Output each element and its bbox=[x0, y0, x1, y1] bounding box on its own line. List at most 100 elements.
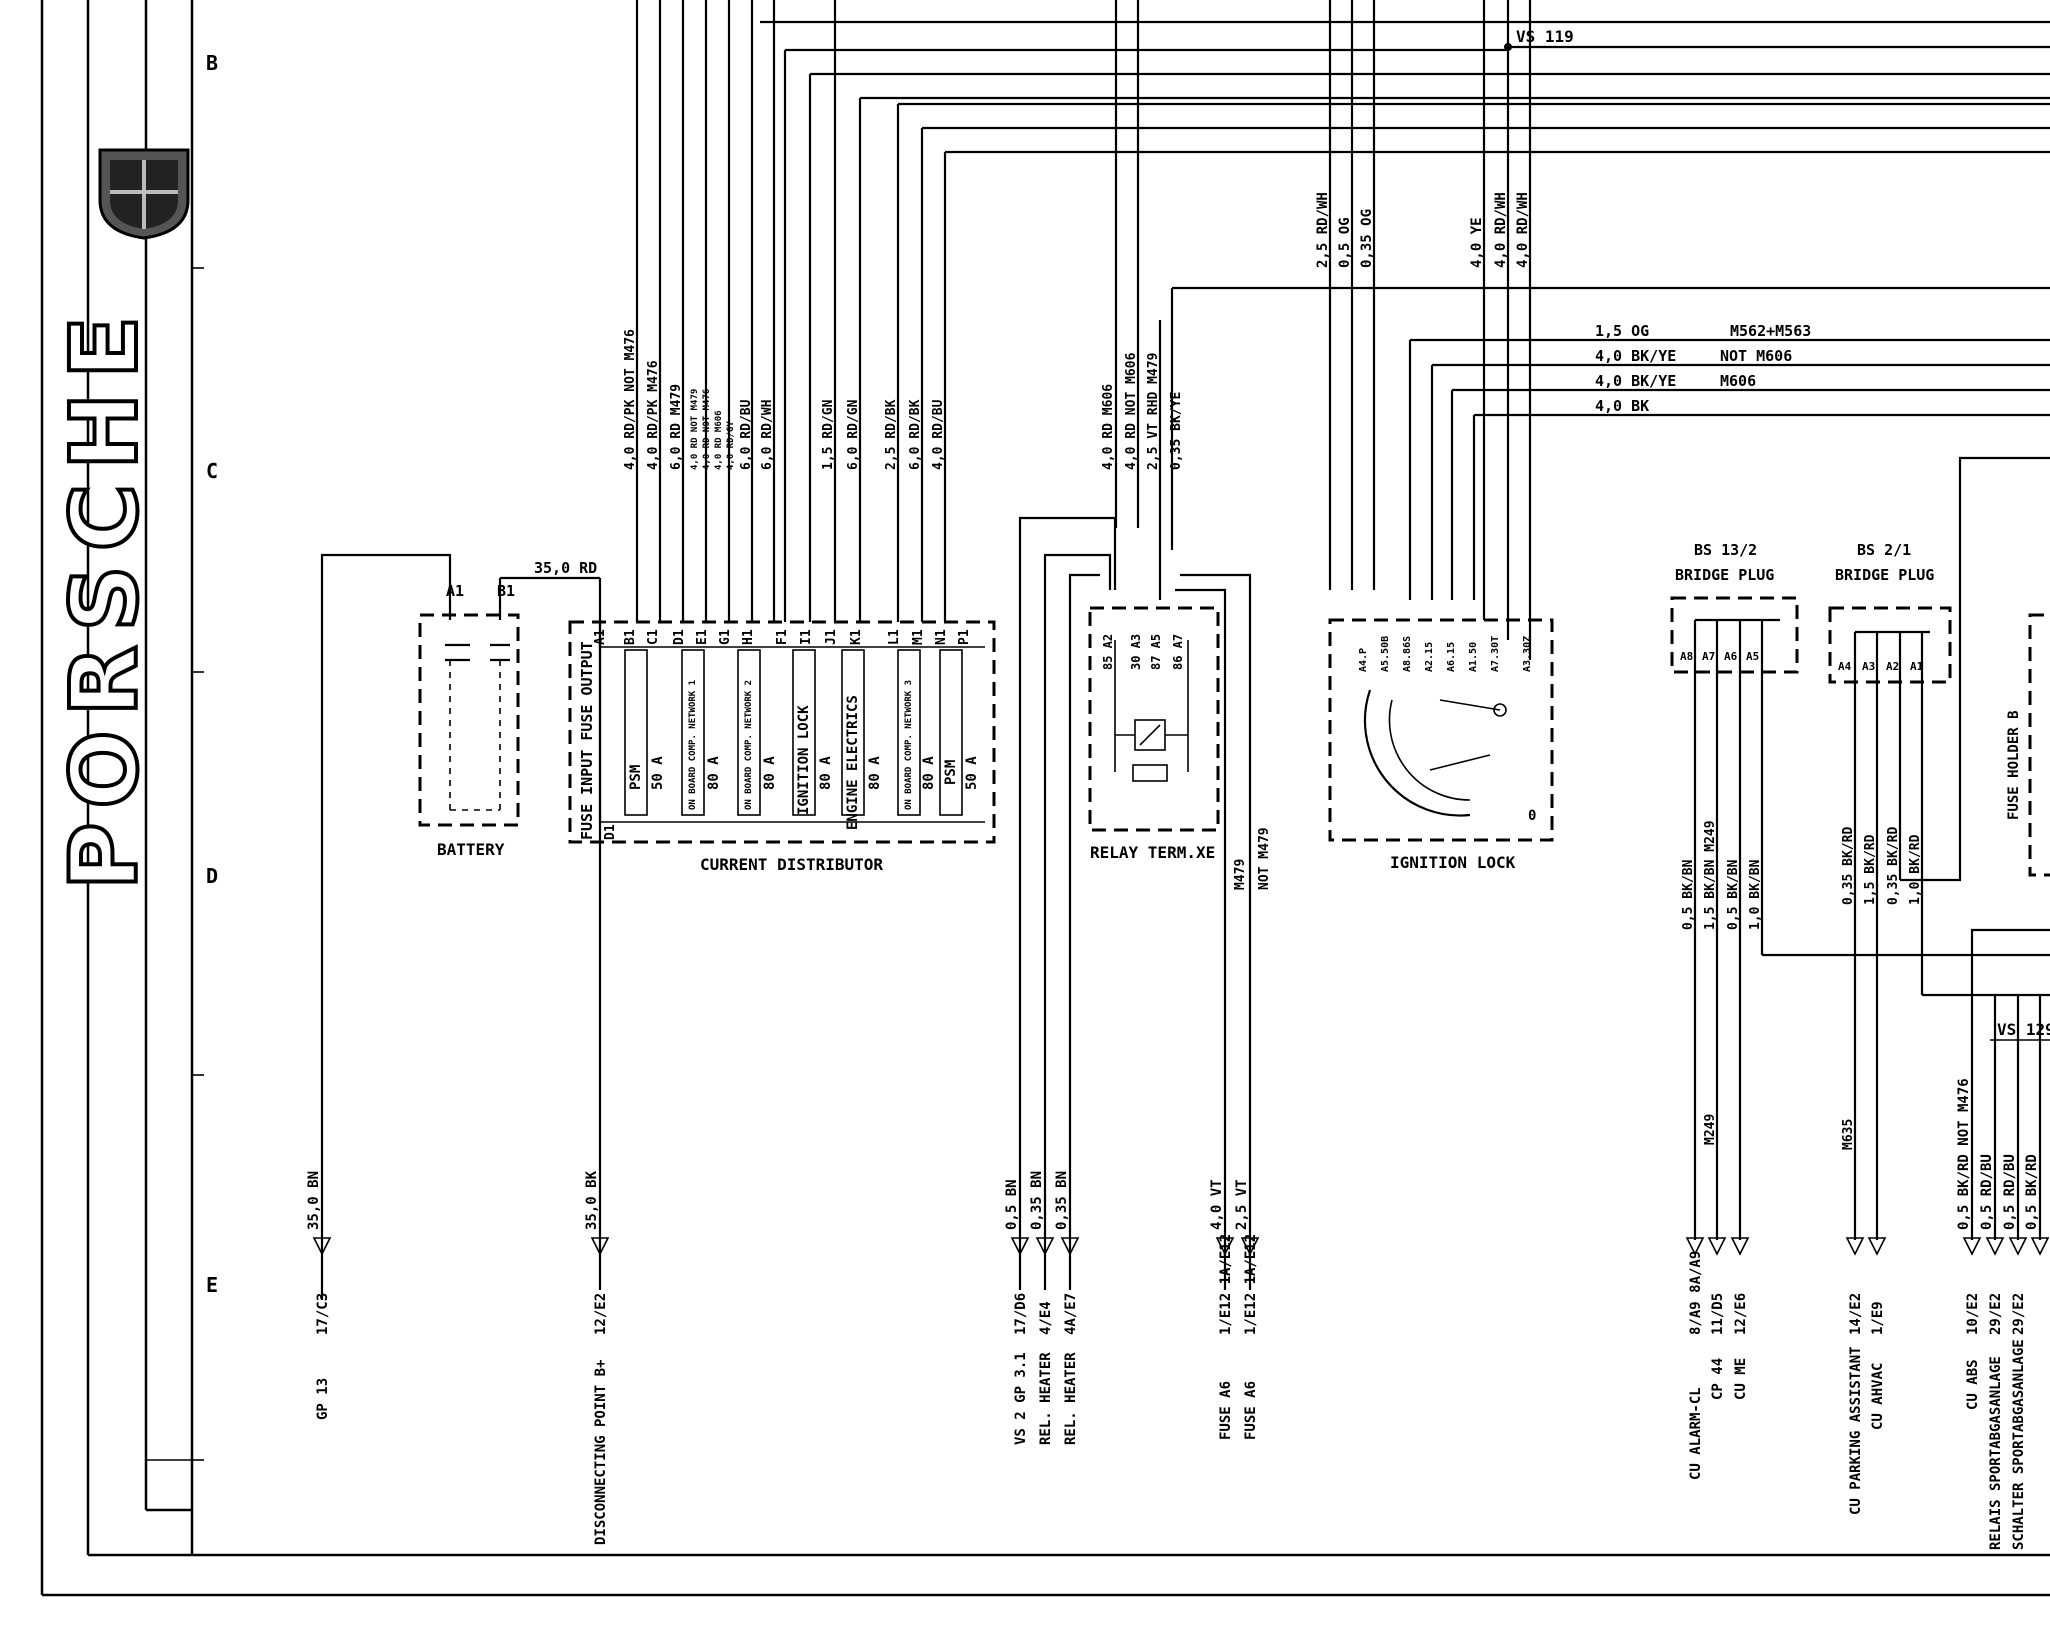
ignition-pins: A4.P A5.50B A8.86S A2.15 A6.15 A1.50 A7.… bbox=[1358, 636, 1533, 672]
pin-label: 11/D5 bbox=[1710, 1293, 1726, 1335]
battery-wire-label: 35,0 RD bbox=[534, 559, 597, 577]
pin-label: A8 bbox=[1680, 650, 1693, 663]
destination-label: FUSE A6 bbox=[1218, 1381, 1234, 1440]
wire-note: M606 bbox=[1720, 372, 1756, 390]
distributor-fuses: PSM 50 A ON BOARD COMP. NETWORK 1 80 A O… bbox=[628, 680, 980, 830]
pin-label: M1 bbox=[911, 629, 926, 645]
distributor-side-label: FUSE INPUT FUSE OUTPUT bbox=[578, 641, 596, 840]
pin-label: 1/E9 bbox=[1870, 1301, 1886, 1335]
distributor-label: CURRENT DISTRIBUTOR bbox=[700, 855, 883, 874]
fuse-rating: 80 A bbox=[867, 756, 883, 790]
pin-label: A5 bbox=[1746, 650, 1759, 663]
relay-pins: 85 A2 30 A3 87 A5 86 A7 bbox=[1101, 634, 1185, 670]
wire-label: 6,0 RD/GN bbox=[846, 399, 861, 470]
pin-label: A3.30Z bbox=[1522, 636, 1533, 672]
wire-label: 4,0 RD M606 bbox=[714, 410, 724, 470]
current-distributor bbox=[568, 620, 996, 844]
vs-119-label: VS 119 bbox=[1516, 27, 1574, 46]
ignition-feed-labels: 1,5 OG M562+M563 4,0 BK/YE NOT M606 4,0 … bbox=[1595, 322, 1811, 415]
wire-label: 4,0 RD/GY bbox=[726, 421, 736, 470]
pin-label: H1 bbox=[741, 629, 756, 645]
wire-label: 2,5 VT bbox=[1234, 1179, 1250, 1230]
wire-label: 2,5 RD/WH bbox=[1315, 192, 1331, 268]
pin-label: 1/E12 1A/E12 bbox=[1218, 1234, 1234, 1335]
pin-label: 86 A7 bbox=[1171, 634, 1185, 670]
wire-label: 6,0 RD/BU bbox=[739, 399, 754, 470]
pin-label: J1 bbox=[824, 629, 839, 645]
bridge1-wire-labels: 0,5 BK/BN 1,5 BK/BN M249 0,5 BK/BN 1,0 B… bbox=[1681, 820, 1763, 1145]
pin-label: F1 bbox=[775, 629, 790, 645]
wire-label: 0,5 BK/BN bbox=[1681, 859, 1696, 930]
battery bbox=[320, 553, 602, 1300]
wire-label: 35,0 BK bbox=[584, 1170, 600, 1230]
wire-label: NOT M479 bbox=[1257, 827, 1272, 890]
fuse-name: ON BOARD COMP. NETWORK 3 bbox=[904, 680, 914, 810]
bottom-pin-labels: 17/C3 12/E2 17/D6 4/E4 4A/E7 1/E12 1A/E1… bbox=[315, 1234, 2027, 1335]
wire-label: 0,35 BN bbox=[1054, 1171, 1070, 1230]
wire-label: 4,0 RD NOT M479 bbox=[690, 389, 700, 470]
bridge-plug-name: BS 13/2 bbox=[1694, 541, 1757, 559]
wire-label: 1,5 BK/RD bbox=[1863, 834, 1878, 905]
destination-label: GP 13 bbox=[315, 1378, 331, 1420]
fuse-holder-b bbox=[2028, 613, 2050, 877]
wire-note: M562+M563 bbox=[1730, 322, 1811, 340]
pin-label: A4 bbox=[1838, 660, 1852, 673]
grid-row-label: E bbox=[206, 1273, 218, 1297]
destination-label: REL. HEATER bbox=[1038, 1352, 1054, 1445]
wire-label: 1,0 BK/RD bbox=[1908, 834, 1923, 905]
pin-label: L1 bbox=[887, 629, 902, 645]
ignition-lock-label: IGNITION LOCK bbox=[1390, 853, 1516, 872]
pin-label: A3 bbox=[1862, 660, 1875, 673]
wire-label: 0,5 OG bbox=[1337, 217, 1353, 268]
pin-label: D1 bbox=[672, 629, 687, 645]
ignition-position: 0 bbox=[1528, 808, 1536, 824]
pin-label: A2 bbox=[1886, 660, 1899, 673]
wire-label: 4,0 RD/BU bbox=[931, 399, 946, 470]
pin-label: D1 bbox=[603, 824, 618, 840]
pin-label: 4A/E7 bbox=[1063, 1293, 1079, 1335]
pin-label: N1 bbox=[934, 629, 949, 645]
wire-label: M249 bbox=[1703, 1114, 1718, 1145]
pin-label: I1 bbox=[799, 629, 814, 645]
wire-label: 2,5 VT RHD M479 bbox=[1146, 353, 1161, 470]
wire-note: NOT M606 bbox=[1720, 347, 1792, 365]
destination-label: CU ME bbox=[1733, 1358, 1749, 1400]
wire-label: 1,5 RD/GN bbox=[821, 399, 836, 470]
fuse-rating: 80 A bbox=[706, 756, 722, 790]
destination-label: SCHALTER SPORTABGASANLAGE bbox=[2011, 1339, 2027, 1550]
fuse-rating: 80 A bbox=[762, 756, 778, 790]
pin-label: A2.15 bbox=[1424, 642, 1435, 672]
destination-label: FUSE A6 bbox=[1243, 1381, 1259, 1440]
pin-label: A1 bbox=[593, 629, 608, 645]
wire-label: 0,5 BK/RD NOT M476 bbox=[1956, 1078, 1972, 1230]
destination-label: RELAIS SPORTABGASANLAGE bbox=[1988, 1356, 2004, 1550]
bottom-destination-labels: GP 13 DISCONNECTING POINT B+ VS 2 GP 3.1… bbox=[315, 1339, 2027, 1550]
pin-label: A7.30T bbox=[1490, 636, 1501, 672]
wire-label: 4,0 RD/PK NOT M476 bbox=[623, 329, 638, 470]
bridge-plug-label: BRIDGE PLUG bbox=[1675, 566, 1774, 584]
pin-label: A7 bbox=[1702, 650, 1715, 663]
pin-label: B1 bbox=[623, 629, 638, 645]
fuse-name: IGNITION LOCK bbox=[796, 705, 812, 815]
fuse-name: PSM bbox=[628, 765, 644, 790]
bridge-plug-label: BRIDGE PLUG bbox=[1835, 566, 1934, 584]
pin-label: C1 bbox=[646, 629, 661, 645]
fuse-rating: 50 A bbox=[964, 756, 980, 790]
wire-label: 6,0 RD/BK bbox=[908, 399, 923, 470]
vs-129-label: VS 129 bbox=[1997, 1020, 2050, 1039]
grid-row-label: B bbox=[206, 51, 218, 75]
fuse-rating: 50 A bbox=[650, 756, 666, 790]
fuse-name: PSM bbox=[943, 760, 959, 785]
wire-label: 0,35 BN bbox=[1029, 1171, 1045, 1230]
wire-label: 0,35 BK/RD bbox=[1841, 827, 1856, 905]
wire-label: 1,5 BK/BN M249 bbox=[1703, 820, 1718, 930]
wire-label: 0,5 RD/BU bbox=[2002, 1154, 2018, 1230]
destination-label: CU AHVAC bbox=[1870, 1363, 1886, 1430]
wire-label: 0,5 BK/BN bbox=[1726, 859, 1741, 930]
bridge2-wire-labels: 0,35 BK/RD 1,5 BK/RD 0,35 BK/RD 1,0 BK/R… bbox=[1841, 827, 1923, 1150]
wire-label: 0,5 RD/BU bbox=[1979, 1154, 1995, 1230]
battery-terminal: B1 bbox=[497, 582, 515, 600]
bottom-connectors bbox=[312, 1040, 2050, 1256]
ignition-lock bbox=[1328, 618, 1554, 842]
